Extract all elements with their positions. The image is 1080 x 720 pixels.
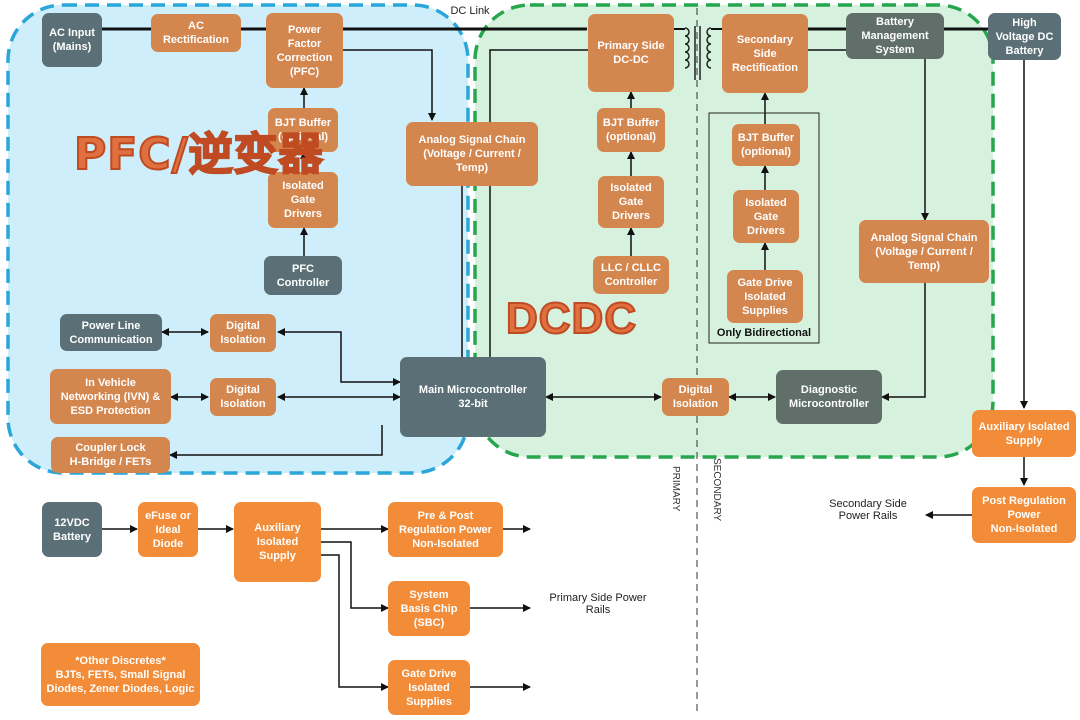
gate-drive-isolated-supplies-bottom-block: Gate Drive Isolated Supplies [388,660,470,715]
pfc-controller-block: PFC Controller [264,256,342,295]
isolated-gate-drivers-primary-block: Isolated Gate Drivers [598,176,664,228]
ac-input-block: AC Input (Mains) [42,13,102,67]
only-bidirectional-label: Only Bidirectional [716,327,812,339]
primary-side-power-rails-label: Primary Side Power Rails [549,592,647,616]
llc-cllc-controller-block: LLC / CLLC Controller [593,256,669,294]
ac-rectification-block: AC Rectification [151,14,241,52]
system-basis-chip-block: System Basis Chip (SBC) [388,581,470,636]
battery-management-system-block: Battery Management System [846,13,944,59]
other-discretes-block: *Other Discretes* BJTs, FETs, Small Sign… [41,643,200,706]
dc-link-label: DC Link [450,5,490,17]
pre-post-regulation-power-block: Pre & Post Regulation Power Non-Isolated [388,502,503,557]
auxiliary-isolated-supply-left-block: Auxiliary Isolated Supply [234,502,321,582]
post-regulation-power-block: Post Regulation Power Non-Isolated [972,487,1076,543]
bjt-buffer-pfc-block: BJT Buffer (optional) [268,108,338,152]
main-microcontroller-block: Main Microcontroller 32-bit [400,357,546,437]
secondary-side-rectification-block: Secondary Side Rectification [722,14,808,93]
efuse-ideal-diode-block: eFuse or Ideal Diode [138,502,198,557]
isolated-gate-drivers-secondary-block: Isolated Gate Drivers [733,190,799,243]
bjt-buffer-secondary-block: BJT Buffer (optional) [732,124,800,166]
battery-12vdc-block: 12VDC Battery [42,502,102,557]
high-voltage-dc-battery-block: High Voltage DC Battery [988,13,1061,60]
power-line-communication-block: Power Line Communication [60,314,162,351]
transformer-icon [684,26,712,80]
diagnostic-microcontroller-block: Diagnostic Microcontroller [776,370,882,424]
digital-isolation-plc-block: Digital Isolation [210,314,276,352]
digital-isolation-center-block: Digital Isolation [662,378,729,416]
dcdc-overlay-title: DCDC [505,293,638,344]
analog-signal-chain-primary-block: Analog Signal Chain (Voltage / Current /… [406,122,538,186]
coupler-lock-block: Coupler Lock H-Bridge / FETs [51,437,170,473]
gate-drive-isolated-supplies-block: Gate Drive Isolated Supplies [727,270,803,323]
in-vehicle-networking-block: In Vehicle Networking (IVN) & ESD Protec… [50,369,171,424]
analog-signal-chain-secondary-block: Analog Signal Chain (Voltage / Current /… [859,220,989,283]
primary-side-dcdc-block: Primary Side DC-DC [588,14,674,92]
isolated-gate-drivers-pfc-block: Isolated Gate Drivers [268,172,338,228]
primary-label: PRIMARY [670,466,681,512]
auxiliary-isolated-supply-right-block: Auxiliary Isolated Supply [972,410,1076,457]
secondary-side-power-rails-label: Secondary Side Power Rails [829,498,907,522]
only-bidirectional-frame [708,112,820,344]
digital-isolation-ivn-block: Digital Isolation [210,378,276,416]
pfc-block: Power Factor Correction (PFC) [266,13,343,88]
secondary-label: SECONDARY [711,458,722,522]
pfc-inverter-overlay-title: PFC/逆变器 [73,128,324,181]
bjt-buffer-primary-block: BJT Buffer (optional) [597,108,665,152]
